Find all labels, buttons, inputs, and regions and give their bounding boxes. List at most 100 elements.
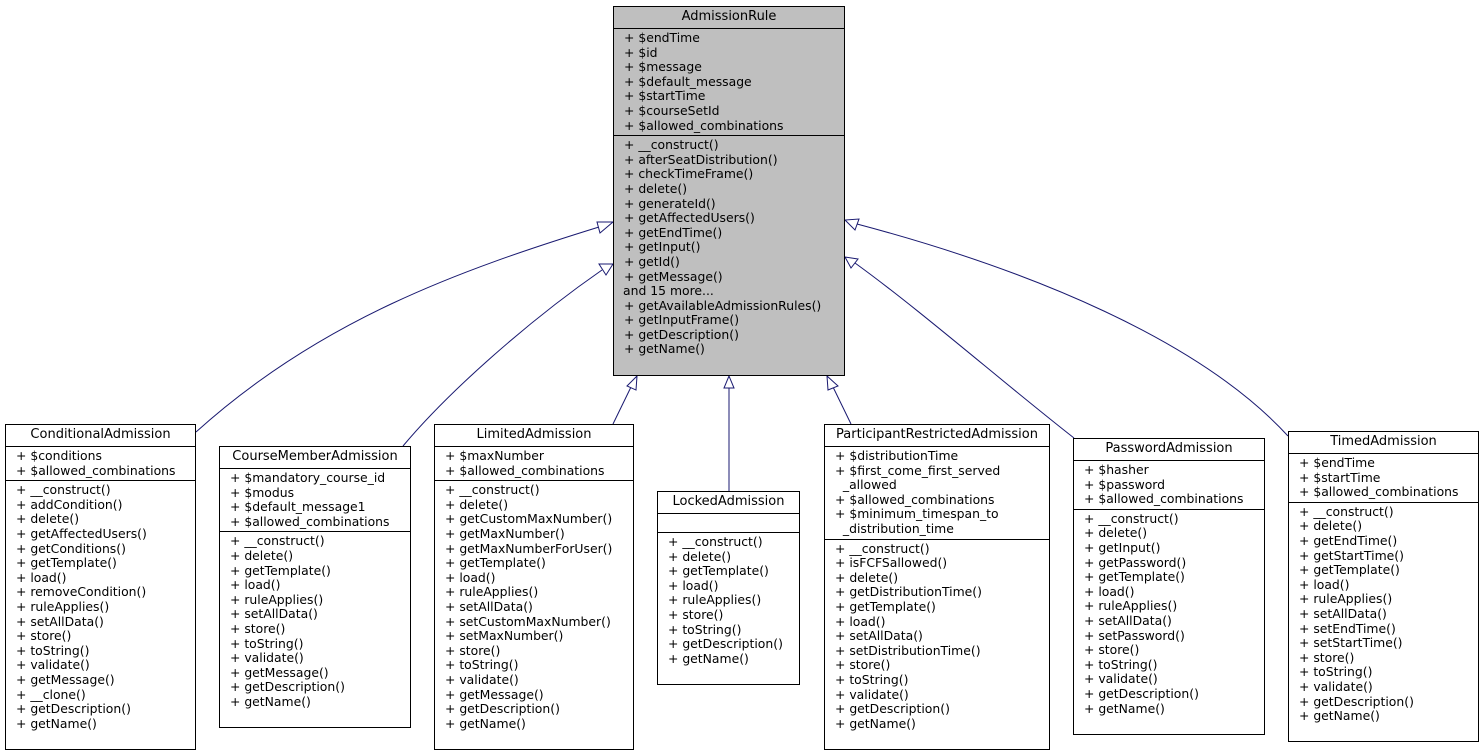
attribute-list: + $hasher+ $password+ $allowed_combinati…: [1074, 461, 1264, 510]
method-entry: + getDescription(): [1299, 693, 1414, 709]
class-name: LimitedAdmission: [435, 425, 633, 447]
method-entry: + delete(): [16, 511, 80, 527]
arrowhead-conditional: [596, 221, 615, 234]
method-entry: + getName(): [668, 650, 749, 666]
attribute-entry: + $hasher: [1084, 462, 1149, 477]
attribute-entry: + $minimum_timespan_to: [835, 506, 999, 522]
method-entry: + getName(): [445, 715, 526, 731]
arrowhead-limited: [626, 374, 638, 391]
method-entry: + ruleApplies(): [1299, 591, 1393, 607]
method-entry: + getEndTime(): [624, 224, 723, 240]
attribute-list: + $endTime+ $startTime+ $allowed_combina…: [1289, 454, 1478, 503]
attribute-entry: + $allowed_combinations: [835, 491, 995, 507]
method-entry: + getInput(): [624, 239, 701, 255]
method-entry: + setAllData(): [1299, 605, 1387, 621]
method-entry: + setEndTime(): [1299, 620, 1396, 636]
edge-participant-restricted-admission: [832, 386, 852, 425]
method-entry: + getName(): [1084, 700, 1165, 716]
class-course-member-admission: CourseMemberAdmission + $mandatory_cours…: [219, 446, 411, 728]
method-entry: + getCustomMaxNumber(): [445, 511, 613, 527]
method-entry: + __construct(): [668, 534, 763, 549]
arrowhead-participant: [826, 374, 839, 391]
attribute-entry: + $allowed_combinations: [624, 117, 784, 133]
method-entry: + getId(): [624, 253, 680, 269]
method-entry: + getDistributionTime(): [835, 584, 982, 600]
attribute-entry: + $allowed_combinations: [230, 513, 390, 529]
method-entry: + removeCondition(): [16, 584, 147, 600]
method-entry: + getAffectedUsers(): [16, 525, 147, 541]
method-entry: + ruleApplies(): [16, 598, 110, 614]
method-entry: + validate(): [230, 650, 304, 666]
method-entry: + store(): [1299, 649, 1355, 665]
class-locked-admission: LockedAdmission + __construct()+ delete(…: [657, 491, 800, 685]
method-entry: + ruleApplies(): [230, 591, 324, 607]
attribute-entry: + $modus: [230, 484, 295, 500]
method-entry: + validate(): [445, 671, 519, 687]
attribute-entry: + $allowed_combinations: [1299, 484, 1459, 500]
method-list: + __construct()+ isFCFSallowed()+ delete…: [825, 540, 1049, 734]
attribute-entry: + $default_message1: [230, 499, 366, 515]
method-list: + __construct()+ delete()+ getCustomMaxN…: [435, 481, 633, 733]
class-limited-admission: LimitedAdmission + $maxNumber+ $allowed_…: [434, 424, 634, 750]
method-entry: + delete(): [624, 180, 688, 196]
class-conditional-admission: ConditionalAdmission + $conditions+ $all…: [5, 424, 196, 750]
class-participant-restricted-admission: ParticipantRestrictedAdmission + $distri…: [824, 424, 1050, 750]
method-entry: + getTemplate(): [835, 598, 936, 614]
method-list: + __construct()+ delete()+ getEndTime()+…: [1289, 503, 1478, 726]
method-entry: + getInputFrame(): [624, 312, 740, 328]
arrowhead-locked: [723, 374, 735, 389]
attribute-list: + $endTime+ $id+ $message+ $default_mess…: [614, 29, 844, 137]
method-list: + __construct()+ afterSeatDistribution()…: [614, 136, 844, 359]
attribute-entry: + $startTime: [624, 88, 706, 104]
method-entry: + __construct(): [230, 533, 325, 549]
attribute-list: + $distributionTime+ $first_come_first_s…: [825, 447, 1049, 540]
method-entry: + getMessage(): [624, 268, 723, 284]
edge-password-admission: [854, 262, 1075, 439]
attribute-entry: + $courseSetId: [624, 102, 720, 118]
method-entry: + afterSeatDistribution(): [624, 151, 778, 167]
attribute-list-empty: [658, 514, 799, 533]
class-name: PasswordAdmission: [1074, 439, 1264, 461]
attribute-entry: + $id: [624, 44, 658, 60]
method-list: + __construct()+ delete()+ getInput()+ g…: [1074, 510, 1264, 718]
method-entry: + __clone(): [16, 686, 86, 702]
method-entry: + load(): [445, 569, 496, 585]
more-members-note: and 15 more...: [623, 283, 714, 299]
arrowhead-password: [844, 256, 859, 269]
attribute-entry: + $message: [624, 59, 702, 75]
attribute-entry: + $endTime: [624, 30, 700, 45]
method-entry: + getMessage(): [445, 686, 544, 702]
class-admission-rule: AdmissionRule + $endTime+ $id+ $message+…: [613, 6, 845, 376]
method-entry: + toString(): [230, 635, 304, 651]
method-entry: + getDescription(): [835, 701, 950, 717]
method-entry: + getMessage(): [230, 664, 329, 680]
method-entry: + getDescription(): [624, 326, 739, 342]
method-entry: + getMessage(): [16, 671, 115, 687]
method-entry: + store(): [230, 620, 286, 636]
attribute-entry: _allowed: [835, 477, 897, 493]
method-entry: + toString(): [668, 621, 742, 637]
method-entry: + load(): [16, 569, 67, 585]
method-entry: + validate(): [16, 657, 90, 673]
class-name: LockedAdmission: [658, 492, 799, 514]
attribute-entry: + $distributionTime: [835, 448, 959, 463]
method-entry: + ruleApplies(): [668, 592, 762, 608]
method-entry: + store(): [835, 657, 891, 673]
method-entry: + store(): [668, 606, 724, 622]
method-entry: + getDescription(): [668, 636, 783, 652]
method-entry: + checkTimeFrame(): [624, 166, 754, 182]
method-entry: + setStartTime(): [1299, 635, 1403, 651]
method-list: + __construct()+ addCondition()+ delete(…: [6, 481, 195, 733]
attribute-entry: + $allowed_combinations: [16, 462, 176, 478]
method-entry: + __construct(): [624, 137, 719, 153]
method-entry: + getDescription(): [16, 701, 131, 717]
attribute-entry: + $default_message: [624, 73, 752, 89]
attribute-entry: + $startTime: [1299, 469, 1381, 485]
method-entry: + getConditions(): [16, 540, 126, 556]
method-entry: + delete(): [1084, 525, 1148, 541]
method-entry: + getTemplate(): [230, 562, 331, 578]
method-entry: + validate(): [835, 686, 909, 702]
method-entry: + toString(): [16, 642, 90, 658]
attribute-entry: + $mandatory_course_id: [230, 470, 386, 485]
edge-conditional-admission: [195, 226, 600, 433]
